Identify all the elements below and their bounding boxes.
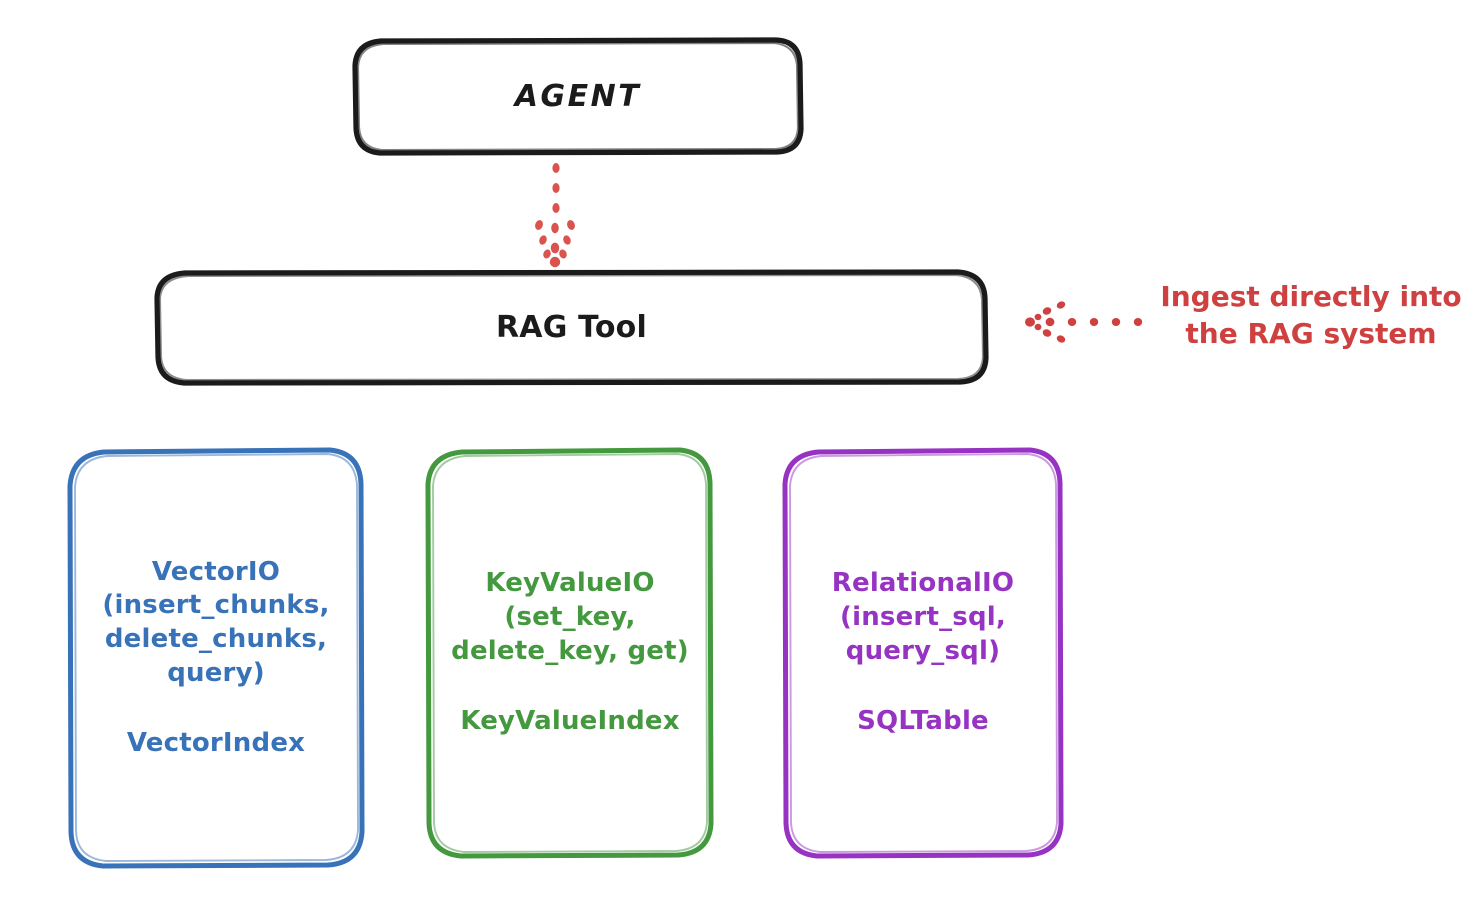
relational-store-node-shape[interactable] <box>782 447 1064 859</box>
vector-store-node-shape[interactable] <box>67 447 365 869</box>
agent-node-shape[interactable] <box>352 37 804 156</box>
agent-to-rag-tool-connector <box>535 163 575 268</box>
ingest-annotation-arrow <box>1025 301 1143 343</box>
rag-tool-node-shape[interactable] <box>154 269 989 386</box>
keyvalue-store-node-shape[interactable] <box>425 447 714 859</box>
